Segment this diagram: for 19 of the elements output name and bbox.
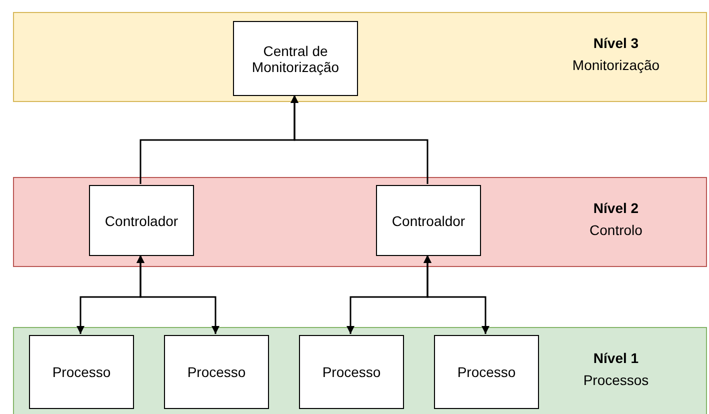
level-label: Controlo [588, 222, 644, 238]
level-band [13, 12, 707, 102]
process-box: Processo [299, 335, 404, 409]
process-box: Processo [434, 335, 539, 409]
level-heading: Nível 1 [592, 350, 640, 366]
level-band [13, 177, 707, 267]
arrow [424, 255, 490, 334]
level-heading: Nível 3 [592, 35, 640, 51]
process-box: Processo [164, 335, 269, 409]
level-band [13, 327, 707, 414]
process-box: Central de Monitorização [233, 21, 358, 96]
level-label: Processos [582, 372, 650, 388]
level-label: Monitorização [571, 57, 661, 73]
arrow [136, 255, 220, 334]
process-box: Controlador [89, 185, 194, 256]
process-box: Processo [29, 335, 134, 409]
level-heading: Nível 2 [592, 200, 640, 216]
process-box: Controaldor [376, 185, 481, 256]
arrow [290, 95, 428, 184]
